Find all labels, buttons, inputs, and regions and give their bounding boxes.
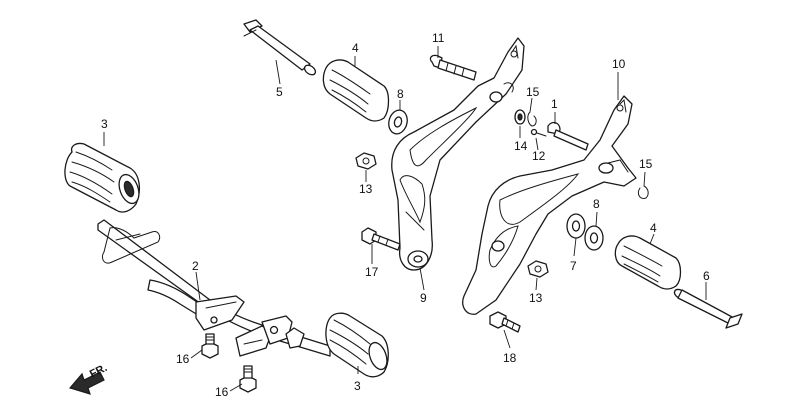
front-direction-arrow-icon: FR. [68,362,109,395]
footpeg-pin [243,19,317,76]
callout-1: 1 [551,97,558,111]
callout-16-lower: 16 [215,385,229,399]
bolt-16-lower [239,365,257,393]
callout-10: 10 [612,57,626,71]
footpeg-bracket-right [462,95,637,315]
callout-15-right: 15 [639,157,653,171]
peg-bar-assembly [97,219,331,357]
callout-13-left: 13 [359,182,373,196]
callout-11: 11 [432,31,445,45]
callout-3-top-left: 3 [101,117,108,131]
clip-15-top [527,111,537,127]
clip-15-right [637,185,649,199]
bolt-16-upper [201,333,219,359]
footpeg-bracket-left [391,37,525,271]
callout-17: 17 [365,265,379,279]
footpeg-rubber-left [64,142,141,213]
washer-right [584,225,604,251]
callout-13-right: 13 [529,291,543,305]
bolt-18 [489,311,521,333]
leader-lines [103,46,707,392]
callout-14: 14 [514,139,528,153]
callout-3-bottom: 3 [354,379,361,393]
pin-12 [530,128,547,137]
callout-labels: 3 5 4 8 11 10 15 1 14 12 13 15 8 4 7 17 … [101,31,710,399]
pivot-pin-1 [547,121,589,151]
front-direction-label: FR. [88,362,109,381]
washer-top [388,109,408,135]
callout-6: 6 [703,269,710,283]
bolt-17 [361,227,401,251]
callout-5: 5 [276,85,283,99]
callout-18: 18 [503,351,517,365]
footpeg-rubber-right [614,235,682,290]
nut-13-left [355,152,377,170]
callout-15-top: 15 [526,85,540,99]
callout-4-right: 4 [650,221,657,235]
callout-8-right: 8 [593,197,600,211]
bolt-11 [429,54,477,81]
footpeg-rubber-bottom [325,312,389,378]
callout-12: 12 [532,149,546,163]
callout-9: 9 [420,291,427,305]
callout-7: 7 [570,259,577,273]
callout-4-top: 4 [352,41,359,55]
callout-16-upper: 16 [176,352,190,366]
callout-8-top: 8 [397,87,404,101]
nut-13-right [527,260,549,278]
callout-2: 2 [192,259,199,273]
collar-7 [566,213,586,239]
collar-14 [514,109,526,125]
footpeg-rubber-top [322,59,390,122]
footpeg-pin-right [673,288,743,329]
